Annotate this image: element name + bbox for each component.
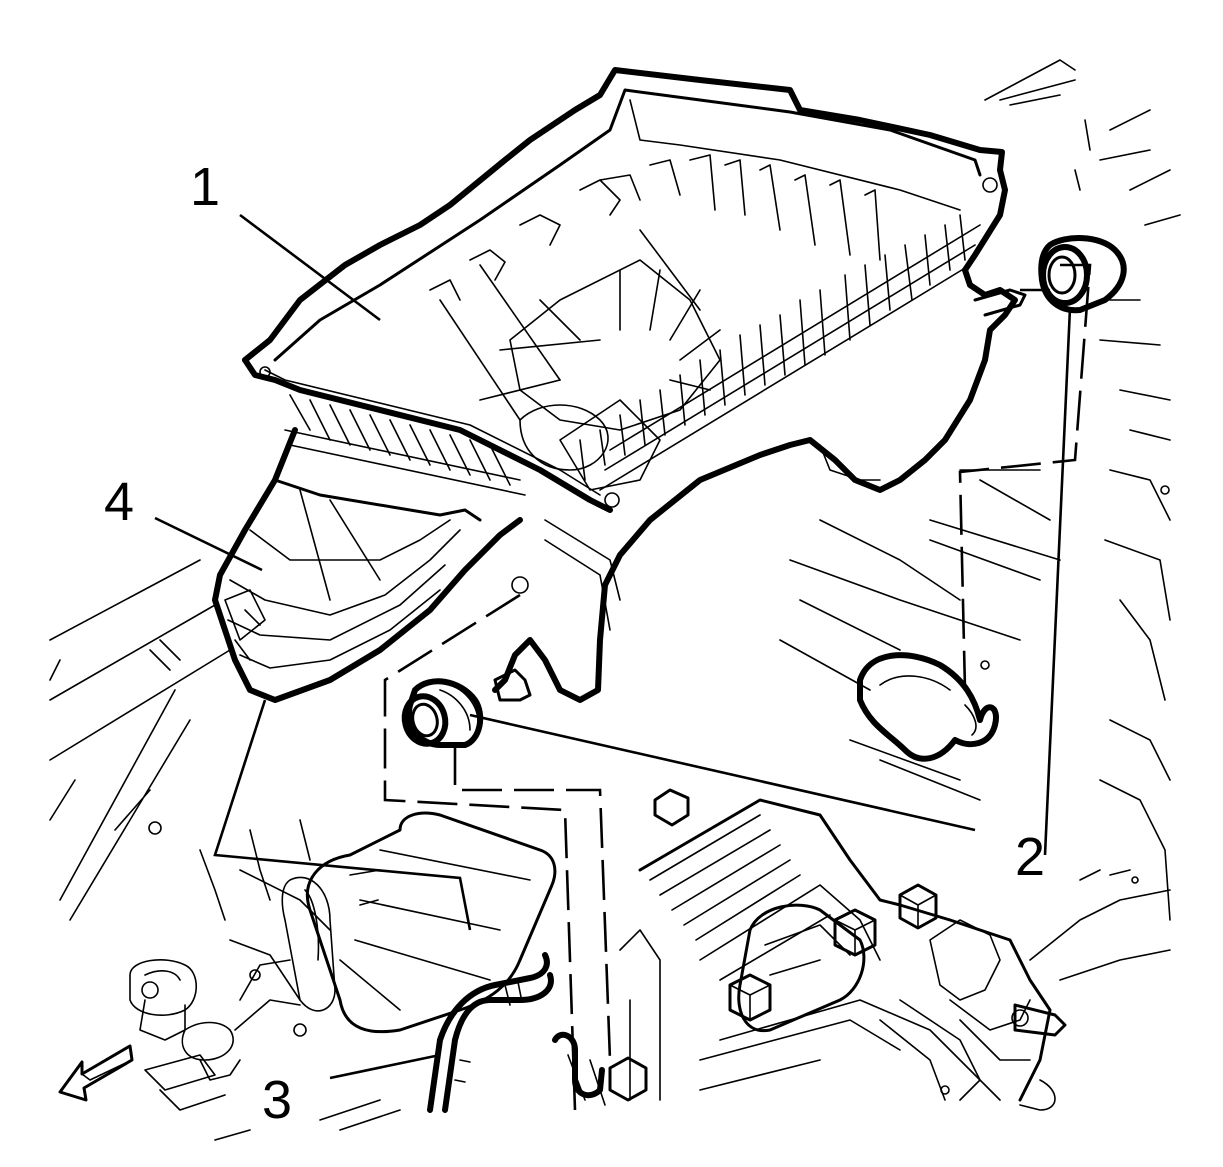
bolt-5: [653, 788, 690, 827]
housing-pin-left: [493, 668, 532, 702]
callout-1: 1: [190, 157, 220, 217]
air-inlet-duct: [212, 427, 523, 703]
engine-bay-background: [49, 59, 1181, 1141]
air-cleaner-housing: [242, 67, 1027, 703]
front-direction-arrow-icon: [58, 1044, 134, 1102]
grommet-right: [1038, 235, 1127, 314]
callout-2: 2: [1015, 827, 1045, 887]
leader-lines: [154, 213, 1092, 1111]
callout-3: 3: [262, 1070, 292, 1130]
grommet-left: [401, 678, 484, 748]
engine-mount: [608, 788, 1171, 1111]
bolt-4: [608, 1056, 648, 1102]
bolt-2: [898, 883, 938, 930]
callout-4: 4: [104, 472, 134, 532]
bolt-3: [728, 973, 772, 1022]
bolt-1: [833, 908, 877, 957]
